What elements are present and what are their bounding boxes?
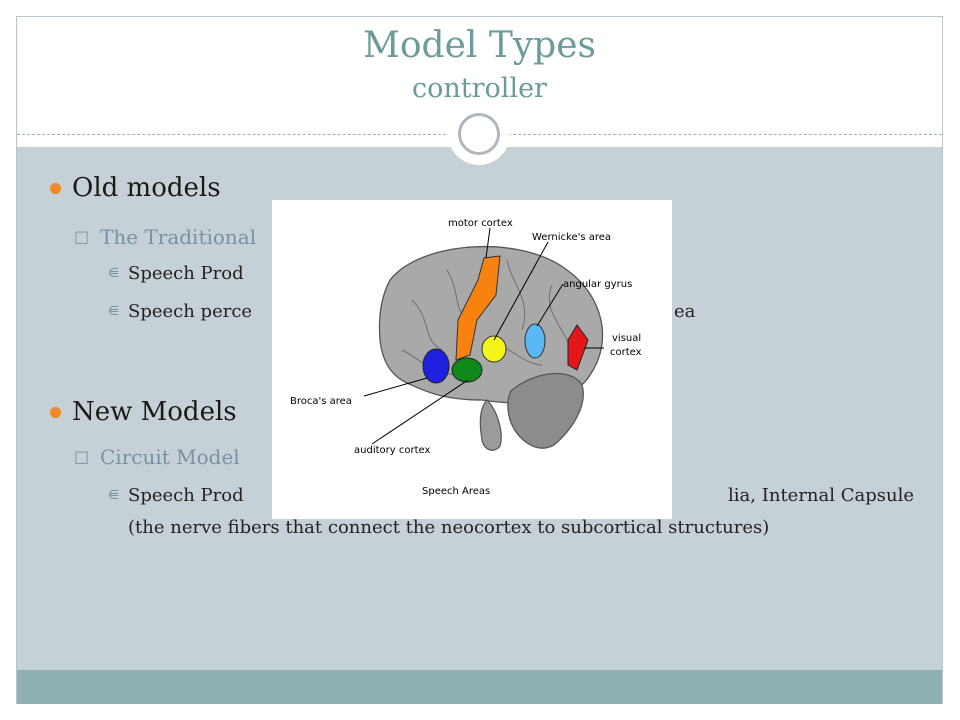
label-auditory: auditory cortex: [354, 445, 430, 456]
angular-gyrus-region: [524, 323, 546, 359]
auditory-cortex-region: [451, 357, 483, 383]
broca-leader: [363, 377, 428, 397]
visual-cortex-region: [567, 324, 589, 371]
bullet-dot-icon: [50, 183, 61, 194]
label-angular-gyrus: angular gyrus: [563, 279, 632, 290]
x-bullet-icon: ⋹: [108, 488, 120, 503]
old-models-item-tail: ea: [674, 301, 696, 322]
new-models-text: New Models: [72, 397, 237, 427]
speech-areas-figure: motor cortex Wernicke's area angular gyr…: [272, 200, 672, 519]
auditory-leader: [371, 379, 469, 445]
new-models-item: ⋹ Speech Prod: [108, 484, 244, 508]
slide-subtitle: controller: [412, 73, 547, 104]
hollow-square-bullet-icon: □: [74, 447, 90, 466]
new-models-item-right: lia, Internal Capsule: [728, 485, 914, 506]
cerebellum: [507, 372, 584, 449]
old-models-heading: Old models: [50, 172, 221, 204]
old-models-sub-text: The Traditional: [100, 225, 257, 249]
brain-stem: [479, 399, 502, 451]
footer-bar: [17, 670, 942, 704]
broca-area-region: [422, 348, 450, 384]
new-models-heading: New Models: [50, 396, 237, 428]
hollow-square-bullet-icon: □: [74, 227, 90, 246]
old-models-text: Old models: [72, 173, 221, 203]
label-broca: Broca's area: [290, 396, 352, 407]
slide-title: Model Types: [362, 25, 596, 66]
old-models-item: ⋹ Speech perce: [108, 300, 253, 324]
old-models-item-text: Speech Prod: [128, 263, 244, 284]
label-motor-cortex: motor cortex: [448, 218, 513, 229]
bullet-dot-icon: [50, 407, 61, 418]
label-visual: visual: [612, 333, 641, 344]
old-models-item: ⋹ Speech Prod: [108, 262, 244, 286]
new-models-item-cont: (the nerve fibers that connect the neoco…: [128, 517, 770, 538]
new-models-sub-text: Circuit Model: [100, 445, 240, 469]
decorative-ring-inner: [458, 113, 500, 155]
x-bullet-icon: ⋹: [108, 266, 120, 281]
wernicke-leader: [493, 241, 549, 341]
motor-leader: [485, 227, 491, 259]
angular-leader: [536, 283, 564, 327]
x-bullet-icon: ⋹: [108, 304, 120, 319]
brain-diagram: motor cortex Wernicke's area angular gyr…: [290, 218, 642, 497]
old-models-sub: □ The Traditional: [74, 224, 257, 250]
new-models-item-text: Speech Prod: [128, 485, 244, 506]
wernicke-area-region: [481, 335, 507, 363]
figure-caption: Speech Areas: [422, 486, 490, 497]
motor-cortex-region: [455, 255, 501, 361]
label-wernicke: Wernicke's area: [532, 232, 611, 243]
old-models-item-text: Speech perce: [128, 301, 253, 322]
new-models-sub: □ Circuit Model: [74, 444, 240, 470]
label-cortex: cortex: [610, 347, 642, 358]
